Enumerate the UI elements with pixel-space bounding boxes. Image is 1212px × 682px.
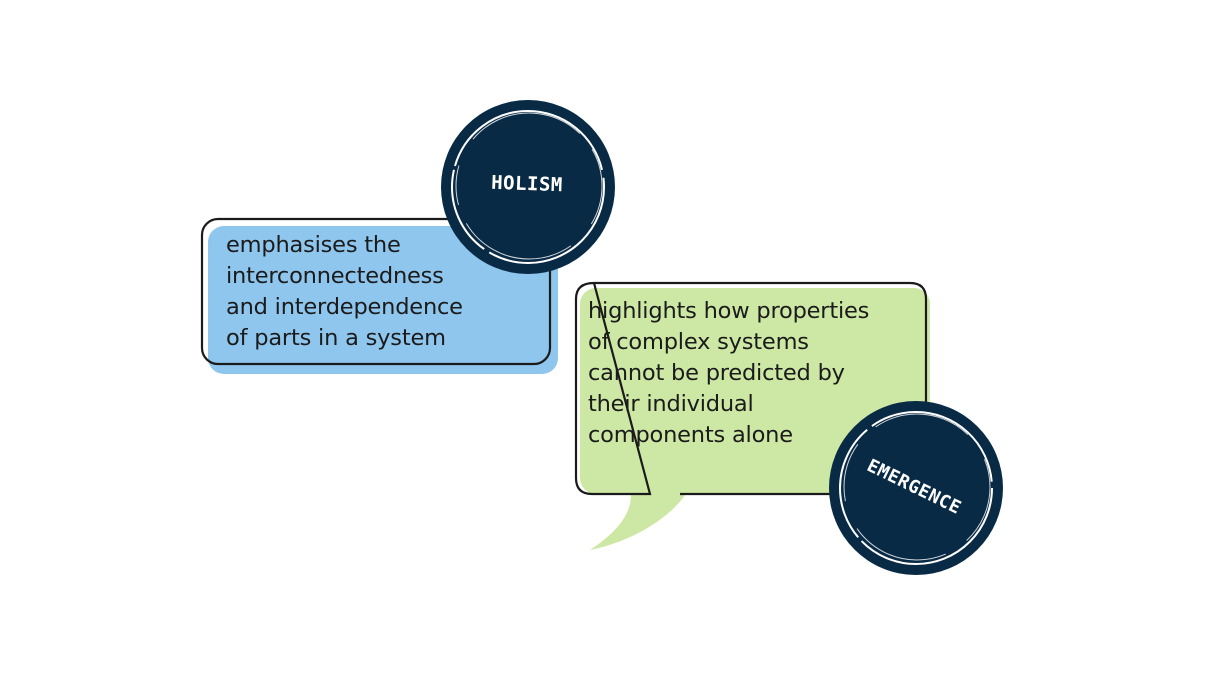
emergence-description-line: components alone — [588, 422, 793, 448]
holism-description-line: and interdependence — [226, 294, 463, 320]
holism-badge-ring-inner — [455, 112, 603, 260]
emergence-badge-disc — [829, 401, 1003, 575]
emergence-badge-ring — [839, 411, 993, 565]
holism-badge — [441, 100, 615, 274]
holism-box-fill — [208, 226, 558, 374]
holism-badge-ring — [451, 110, 605, 264]
holism-description: emphasises the interconnectedness and in… — [226, 230, 463, 354]
emergence-badge-ring-inner — [843, 413, 991, 561]
holism-badge-disc — [441, 100, 615, 274]
holism-description-line: of parts in a system — [226, 325, 446, 351]
emergence-description-line: highlights how properties — [588, 298, 870, 324]
emergence-description: highlights how properties of complex sys… — [588, 296, 869, 451]
emergence-description-line: their individual — [588, 391, 754, 417]
emergence-description-line: of complex systems — [588, 329, 809, 355]
emergence-badge — [829, 401, 1003, 575]
holism-description-line: interconnectedness — [226, 263, 444, 289]
holism-box — [200, 217, 558, 374]
emergence-description-line: cannot be predicted by — [588, 360, 845, 386]
holism-term-label: HOLISM — [490, 171, 564, 197]
holism-box-outline — [200, 217, 552, 366]
holism-description-line: emphasises the — [226, 232, 401, 258]
emergence-speech-tail — [590, 486, 690, 550]
